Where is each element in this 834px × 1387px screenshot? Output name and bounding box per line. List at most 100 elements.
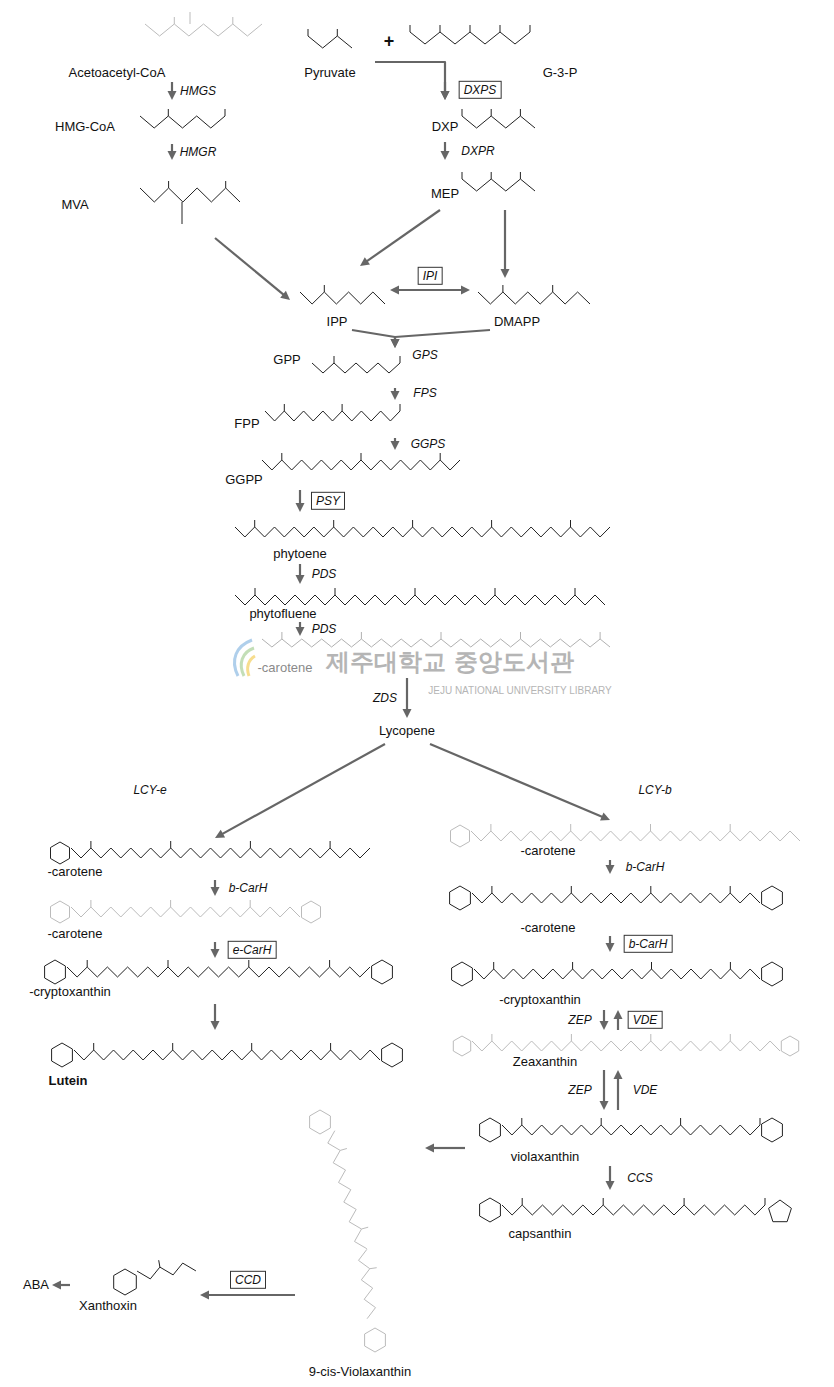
- structure-formula: [52, 1043, 403, 1067]
- methyl-bond: [601, 1118, 602, 1125]
- methyl-bond: [491, 109, 492, 116]
- metabolite-label: Acetoacetyl-CoA: [69, 66, 166, 81]
- metabolite-label: DXP: [432, 120, 459, 135]
- methyl-bond: [521, 1118, 522, 1125]
- bond-chain: [262, 460, 460, 470]
- arrow-line: [222, 744, 385, 834]
- bond-chain: [410, 32, 530, 44]
- methyl-bond: [168, 960, 169, 967]
- metabolite-node: DMAPP: [470, 278, 600, 330]
- arrow-line: [215, 238, 284, 295]
- methyl-bond: [232, 17, 233, 24]
- methyl-bond: [334, 356, 335, 363]
- reaction-arrow: [391, 388, 400, 400]
- arrow-line: [406, 678, 408, 710]
- bond-chain: [145, 24, 262, 36]
- methyl-bond: [440, 25, 441, 32]
- methyl-bond: [491, 520, 492, 527]
- ring-bond: [450, 886, 471, 910]
- methyl-bond: [284, 404, 285, 411]
- arrow-line: [430, 744, 603, 817]
- enzyme-label: PDS: [310, 567, 339, 581]
- ring-bond: [45, 960, 66, 984]
- methyl-bond: [251, 1043, 252, 1050]
- bond-line: [190, 12, 191, 24]
- methyl-bond: [168, 109, 169, 116]
- arrow-head: [211, 949, 220, 958]
- boxed-enzyme-label: PSY: [311, 492, 345, 510]
- enzyme-label: GPS: [410, 348, 439, 362]
- metabolite-node: GGPP: [225, 450, 465, 490]
- methyl-bond: [491, 172, 492, 179]
- methyl-bond: [680, 1118, 681, 1125]
- methyl-bond: [330, 1043, 331, 1050]
- methyl-bond: [415, 588, 416, 595]
- arrow-line: [395, 330, 490, 340]
- arrow-head: [52, 1281, 61, 1290]
- bond-chain: [265, 411, 400, 421]
- structure-formula: [114, 1260, 196, 1295]
- boxed-enzyme-label: VDE: [628, 1011, 663, 1029]
- structure-formula: [51, 900, 321, 923]
- methyl-bond: [502, 285, 503, 292]
- reaction-arrow: [296, 622, 305, 636]
- methyl-bond: [650, 1034, 651, 1041]
- ring-bond: [781, 1036, 798, 1056]
- structure-formula: [308, 29, 352, 48]
- metabolite-label: violaxanthin: [511, 1150, 580, 1165]
- arrow-head: [296, 575, 305, 584]
- structure-formula: [262, 453, 460, 470]
- arrow-line: [617, 1018, 619, 1030]
- boxed-enzyme-label: IPI: [418, 267, 443, 285]
- reaction-arrow: [390, 286, 470, 295]
- methyl-bond: [462, 109, 463, 116]
- reaction-arrow: [600, 1010, 609, 1030]
- methyl-bond: [361, 632, 362, 639]
- metabolite-label: FPP: [234, 417, 259, 432]
- methyl-bond: [500, 25, 501, 32]
- arrow-head: [501, 269, 510, 278]
- enzyme-label: b-CarH: [624, 860, 667, 874]
- methyl-bond: [362, 1227, 369, 1229]
- arrow-head: [296, 627, 305, 636]
- enzyme-label: b-CarH: [227, 881, 270, 895]
- metabolite-label: G-3-P: [543, 66, 578, 81]
- bond-chain: [71, 907, 300, 917]
- metabolite-node: -carotene: [35, 896, 345, 942]
- methyl-bond: [570, 520, 571, 527]
- ring-bond: [480, 1118, 501, 1142]
- enzyme-label: ZDS: [371, 691, 399, 705]
- metabolite-label: -carotene: [258, 661, 313, 676]
- structure-formula: [462, 172, 535, 191]
- enzyme-label: ZEP: [566, 1083, 593, 1097]
- bond-chain: [140, 188, 240, 202]
- ring-bond: [51, 842, 70, 864]
- enzyme-label: DXPR: [459, 144, 496, 158]
- metabolite-node: capsanthin: [465, 1190, 805, 1242]
- metabolite-node: FPP: [230, 400, 405, 438]
- bond-chain: [137, 1263, 196, 1279]
- methyl-bond: [254, 520, 255, 527]
- arrow-line: [208, 1294, 295, 1296]
- methyl-bond: [730, 824, 731, 831]
- metabolite-node: ABA: [20, 1276, 52, 1294]
- metabolite-node: violaxanthin: [465, 1110, 795, 1166]
- reaction-arrow: [501, 210, 510, 278]
- metabolite-node: Acetoacetyl-CoA: [55, 8, 270, 82]
- reaction-arrow: [215, 744, 385, 838]
- metabolite-node: -cryptoxanthin: [435, 952, 785, 1010]
- bond-line: [182, 202, 183, 224]
- bond-chain: [67, 967, 370, 977]
- methyl-bond: [333, 520, 334, 527]
- arrow-line: [352, 330, 395, 340]
- methyl-bond: [330, 841, 331, 848]
- reaction-arrow: [425, 1144, 465, 1153]
- enzyme-label: FPS: [411, 386, 438, 400]
- methyl-bond: [462, 172, 463, 179]
- methyl-bond: [760, 1118, 761, 1125]
- reaction-arrow: [375, 62, 450, 100]
- metabolite-node: HMG-CoA: [45, 100, 245, 144]
- metabolite-node: -carotene: [435, 874, 795, 936]
- bond-chain: [472, 893, 760, 903]
- ring-bond: [453, 1036, 470, 1056]
